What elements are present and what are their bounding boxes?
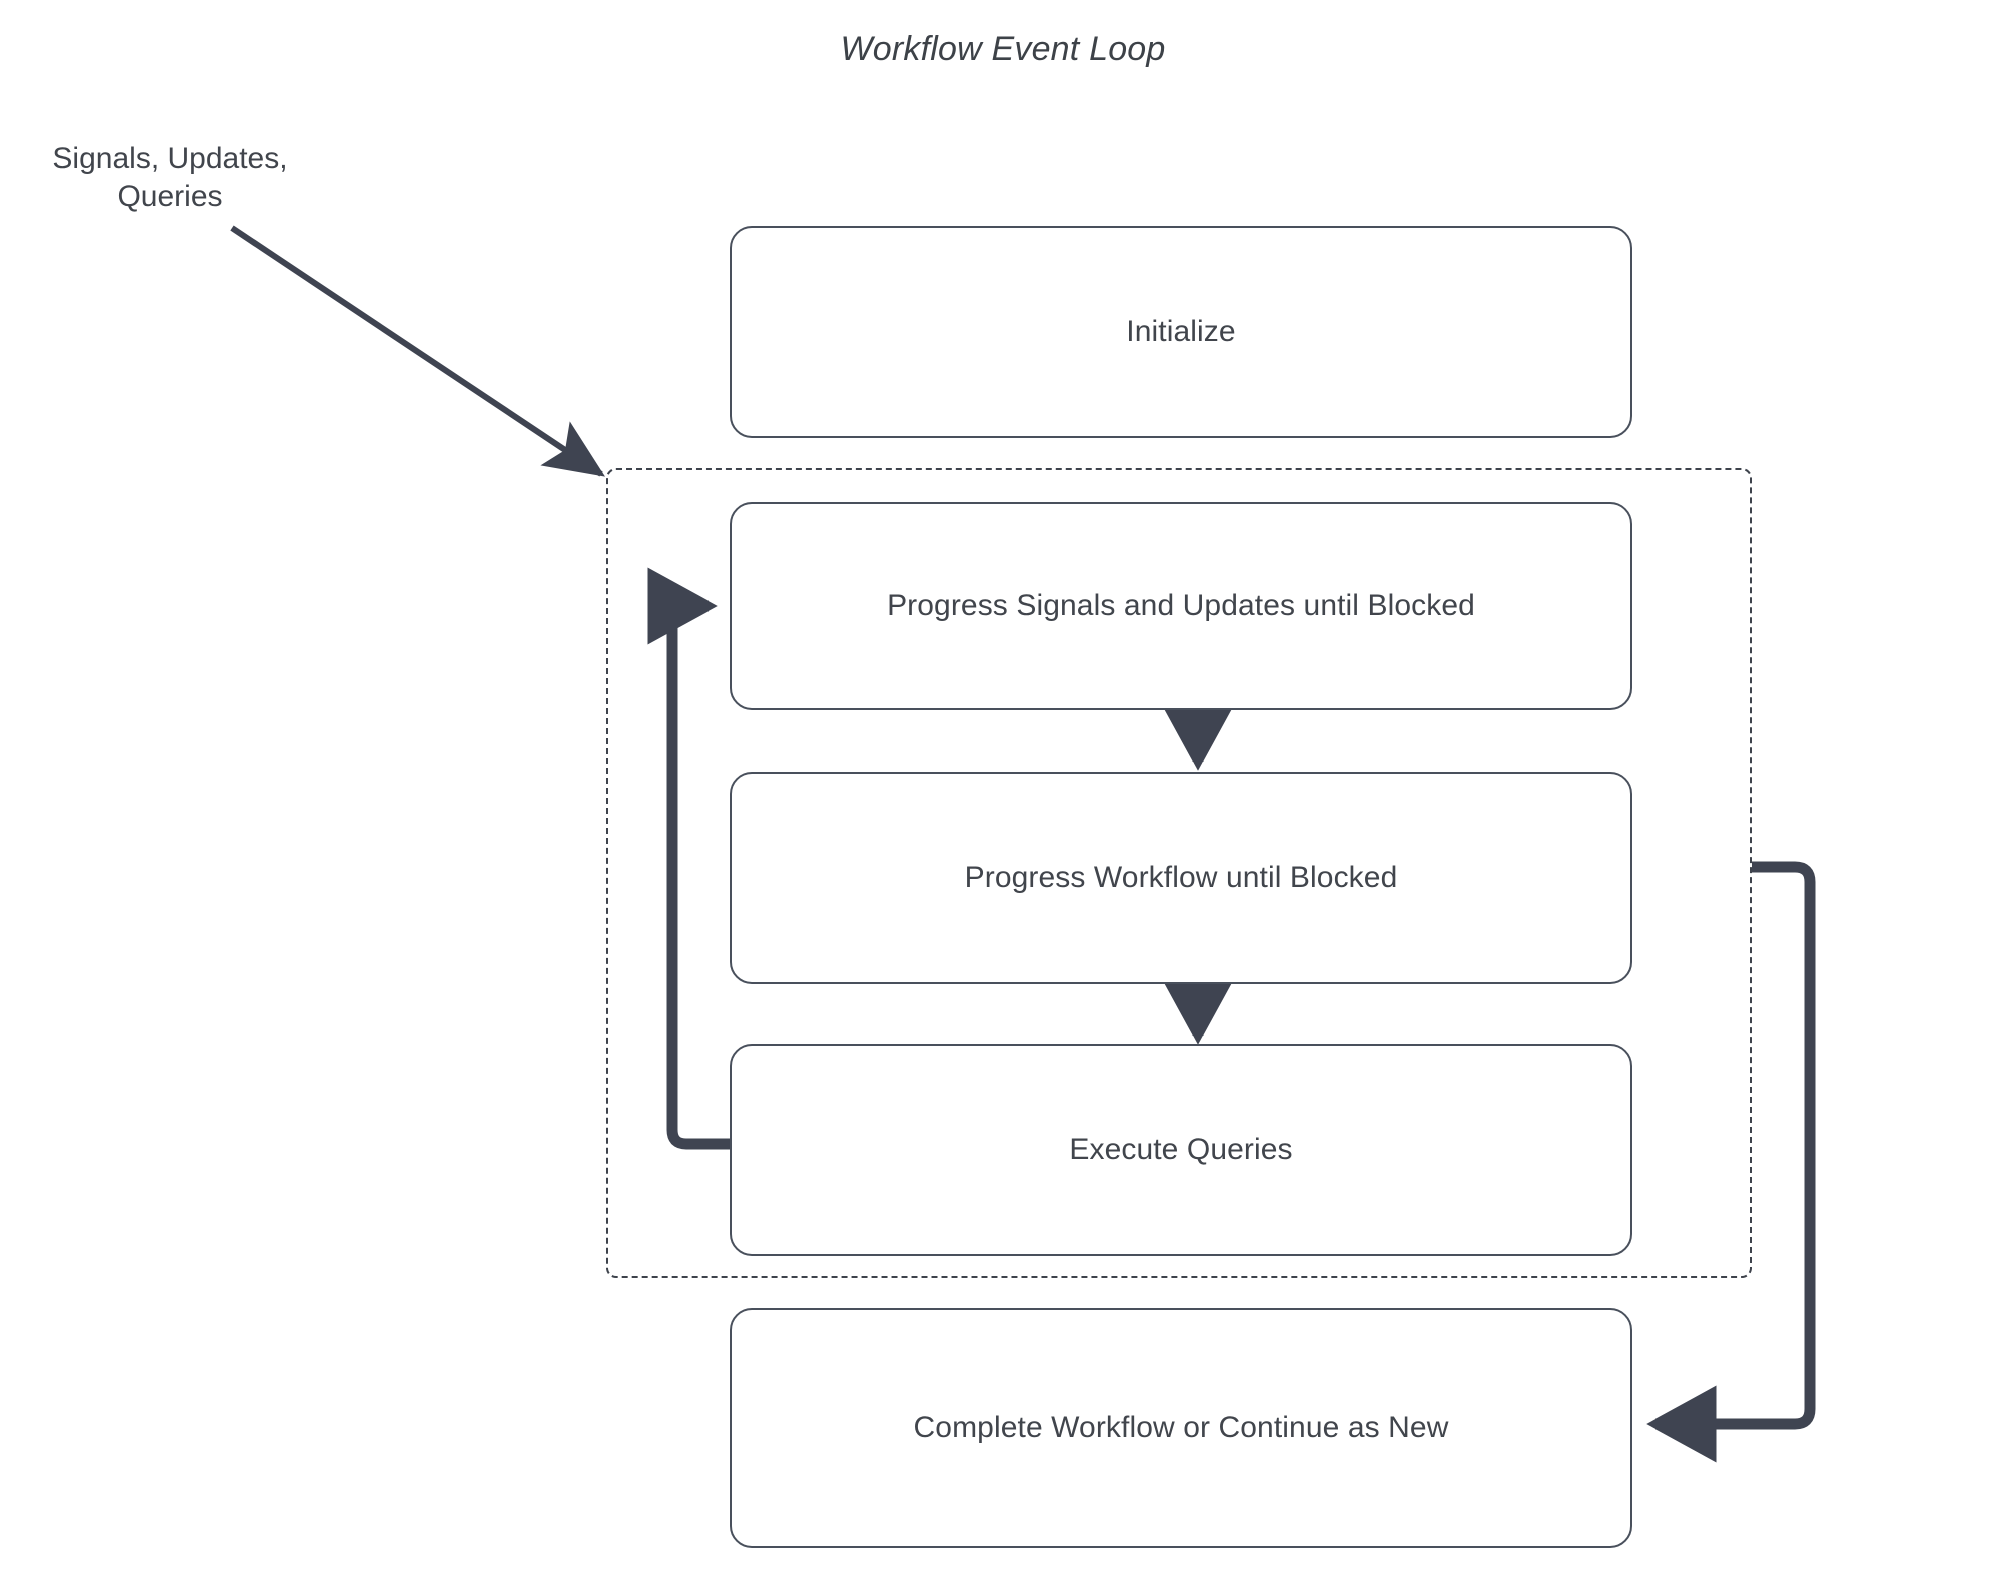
page-title: Workflow Event Loop <box>840 30 1166 68</box>
node-initialize[interactable]: Initialize <box>730 226 1632 438</box>
node-progress-signals-label: Progress Signals and Updates until Block… <box>887 589 1475 623</box>
node-initialize-label: Initialize <box>1126 315 1236 349</box>
edge-execute-queries-loopback-to-progress-signals <box>647 567 731 1150</box>
node-execute-queries-label: Execute Queries <box>1069 1133 1293 1167</box>
edge-signals-to-loop <box>230 225 605 477</box>
node-complete-workflow[interactable]: Complete Workflow or Continue as New <box>730 1308 1632 1548</box>
node-progress-workflow-label: Progress Workflow until Blocked <box>964 861 1398 895</box>
edge-label-signals-updates-queries: Signals, Updates, Queries <box>52 142 288 214</box>
node-execute-queries[interactable]: Execute Queries <box>730 1044 1632 1256</box>
node-progress-signals[interactable]: Progress Signals and Updates until Block… <box>730 502 1632 710</box>
edge-loop-to-complete-workflow <box>1646 861 1816 1463</box>
node-progress-workflow[interactable]: Progress Workflow until Blocked <box>730 772 1632 984</box>
workflow-event-loop-region <box>606 468 1752 1278</box>
node-complete-workflow-label: Complete Workflow or Continue as New <box>913 1411 1449 1445</box>
